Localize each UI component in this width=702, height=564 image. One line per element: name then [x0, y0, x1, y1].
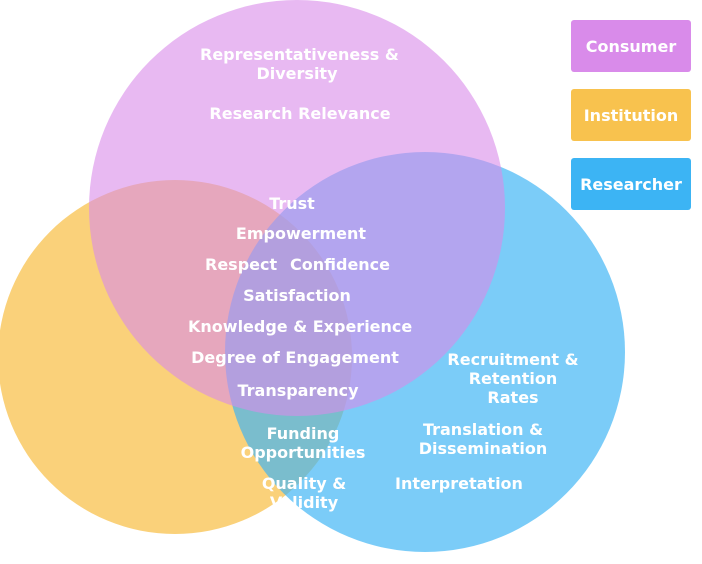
label-degree-of-engagement: Degree of Engagement: [191, 348, 399, 367]
label-knowledge-experience: Knowledge & Experience: [188, 317, 413, 336]
label-interpretation: Interpretation: [395, 474, 523, 493]
label-quality-validity: Quality & Validity: [261, 474, 347, 512]
label-funding-opportunities: Funding Opportunities: [240, 424, 366, 462]
legend-institution: Institution: [571, 89, 691, 141]
label-recruitment-retention: Recruitment & Retention Rates: [447, 350, 579, 407]
label-confidence: Confidence: [290, 255, 391, 274]
label-empowerment: Empowerment: [235, 224, 367, 243]
legend-consumer: Consumer: [571, 20, 691, 72]
label-transparency: Transparency: [237, 381, 359, 400]
consumer-circle: [89, 0, 505, 416]
legend-researcher: Researcher: [571, 158, 691, 210]
label-translation-dissemination: Translation & Dissemination: [418, 420, 548, 458]
label-satisfaction: Satisfaction: [243, 286, 351, 305]
label-respect: Respect: [205, 255, 278, 274]
label-research-relevance: Research Relevance: [209, 104, 391, 123]
label-trust: Trust: [269, 194, 315, 213]
label-representativeness: Representativeness & Diversity: [200, 45, 399, 83]
